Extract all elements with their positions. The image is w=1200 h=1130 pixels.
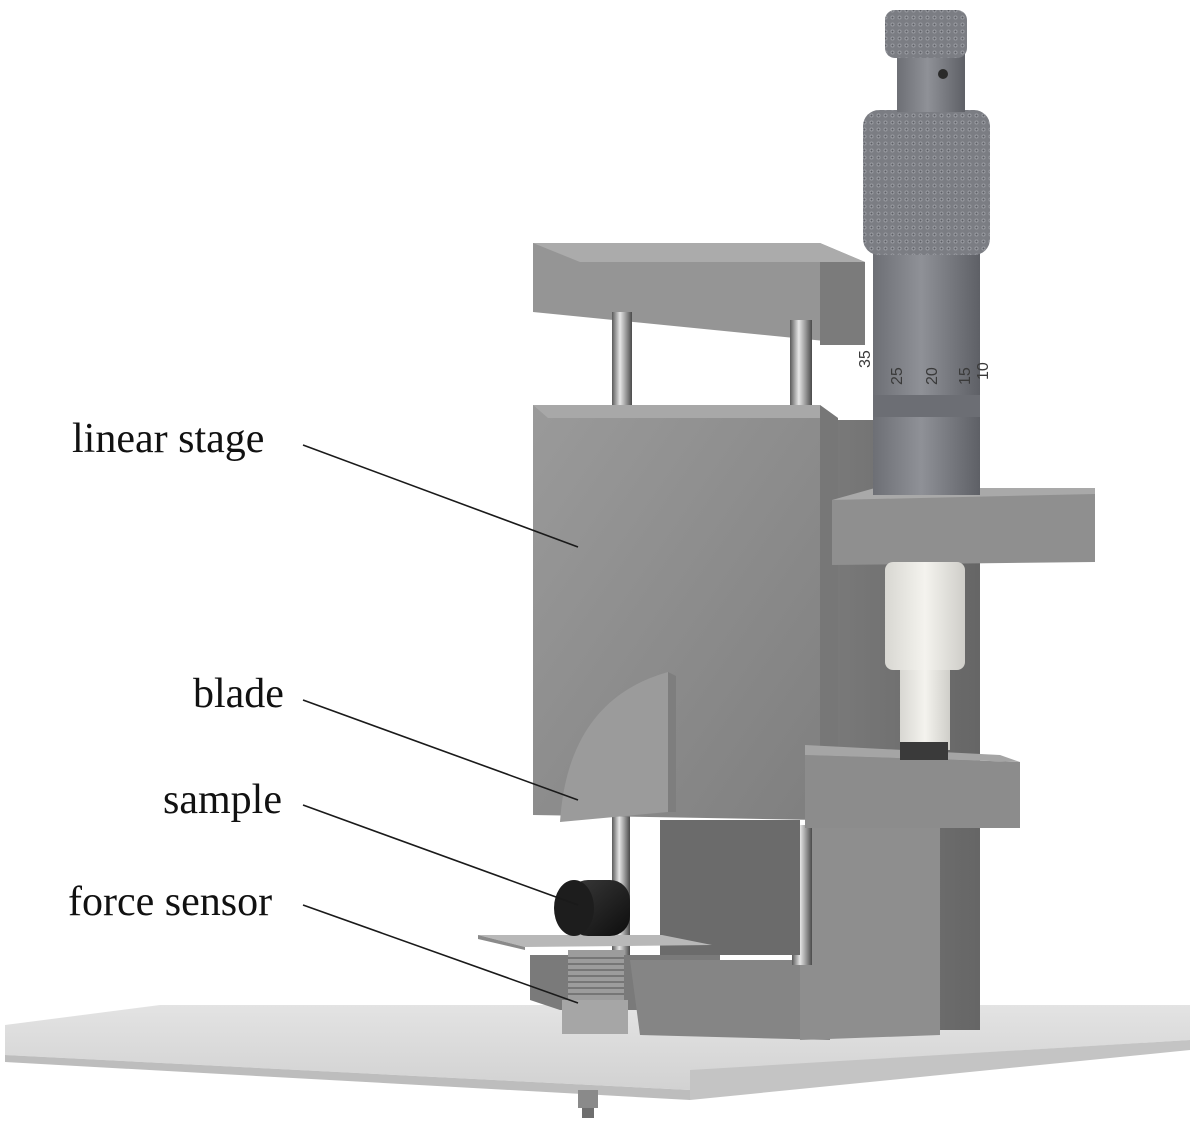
leader-linear-stage [302, 444, 579, 548]
micrometer-holder [832, 488, 1095, 565]
force-sensor-icon [562, 950, 628, 1034]
top-block [533, 243, 865, 345]
leader-blade [302, 699, 579, 801]
svg-text:20: 20 [924, 367, 941, 385]
micrometer-head-icon: 35 25 20 15 10 [857, 10, 992, 495]
svg-text:15: 15 [957, 367, 974, 385]
sample-cylinder-icon [554, 880, 630, 936]
label-force-sensor: force sensor [68, 879, 272, 925]
bottom-fitting [578, 1090, 598, 1118]
leader-sample [302, 804, 579, 906]
svg-text:10: 10 [975, 362, 992, 380]
callouts: linear stage blade sample force sensor [68, 416, 579, 1004]
spindle-spacer [885, 562, 965, 760]
label-sample: sample [163, 777, 282, 823]
label-linear-stage: linear stage [72, 416, 264, 462]
leader-force-sensor [302, 904, 579, 1004]
svg-text:25: 25 [889, 367, 906, 385]
blade-icon [560, 672, 676, 822]
linear-stage-block [533, 405, 838, 955]
label-blade: blade [193, 671, 284, 717]
sample-plate [478, 935, 712, 950]
micrometer-scale: 35 25 20 15 10 [857, 350, 992, 385]
svg-text:35: 35 [857, 350, 874, 368]
